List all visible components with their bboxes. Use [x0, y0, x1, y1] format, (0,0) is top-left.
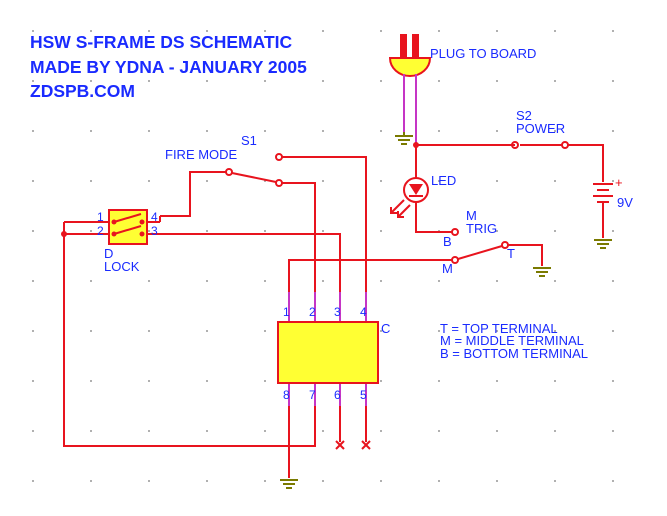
chip-pin-7: 7 — [309, 388, 316, 402]
chip-pin-6: 6 — [334, 388, 341, 402]
title-line-2: MADE BY YDNA - JANUARY 2005 — [30, 57, 307, 77]
ground-symbol-trigger — [533, 267, 551, 277]
legend-item: T = TOP TERMINAL — [440, 321, 558, 336]
led-diode — [390, 177, 429, 218]
battery-value: 9V — [617, 195, 633, 210]
wire-t-to-ground — [508, 244, 543, 266]
legend: T = TOP TERMINAL M = MIDDLE TERMINAL B =… — [440, 321, 588, 361]
wire-s1-to-lock4 — [160, 171, 226, 217]
lock-pin-1: 1 — [97, 210, 104, 224]
trig-name: TRIG — [466, 221, 497, 236]
battery-plus: + — [615, 175, 623, 190]
title-line-1: HSW S-FRAME DS SCHEMATIC — [30, 32, 293, 52]
wire-lock-to-pin7 — [63, 222, 316, 447]
legend-item: M = MIDDLE TERMINAL — [440, 333, 584, 348]
term-b-label: B — [443, 234, 452, 249]
wire-lock3-to-pin3 — [160, 233, 341, 292]
wire-s1-to-pin4 — [282, 156, 367, 292]
chip-pin-4: 4 — [360, 305, 367, 319]
term-t-label: T — [507, 246, 515, 261]
title-line-3: ZDSPB.COM — [30, 81, 135, 101]
lock-name: LOCK — [104, 259, 140, 274]
no-connect-mark-pin6 — [335, 440, 345, 450]
s2-ref: S2 — [516, 108, 532, 123]
led-label: LED — [431, 173, 456, 188]
plug-label: PLUG TO BOARD — [430, 46, 536, 61]
term-m-label: M — [442, 261, 453, 276]
legend-item: B = BOTTOM TERMINAL — [440, 346, 588, 361]
lock-pin-4: 4 — [151, 210, 158, 224]
chip-pin-3: 3 — [334, 305, 341, 319]
no-connect-mark-pin5 — [361, 440, 371, 450]
lock-ref: D — [104, 246, 113, 261]
wire-m-to-pin1 — [288, 259, 452, 292]
ground-symbol-plug — [395, 132, 413, 145]
chip-ref: C — [381, 321, 390, 336]
chip-pin-8: 8 — [283, 388, 290, 402]
lock-pin-2: 2 — [97, 224, 104, 238]
ground-symbol-chip — [280, 479, 298, 489]
wire-s1-to-pin2 — [282, 182, 316, 292]
chip-pin-5: 5 — [360, 388, 367, 402]
lock-pin-3: 3 — [151, 224, 158, 238]
wire-s2-to-battery — [568, 144, 604, 182]
lock-switch — [64, 209, 161, 245]
battery-9v — [593, 183, 613, 238]
s1-name: FIRE MODE — [165, 147, 238, 162]
plug-connector — [388, 34, 432, 145]
ground-symbol-battery — [594, 239, 612, 249]
chip-pin-2: 2 — [309, 305, 316, 319]
trig-ref: M — [466, 208, 477, 223]
power-switch-s2 — [511, 141, 569, 149]
wire-led-to-b — [415, 202, 452, 233]
chip-c — [277, 292, 379, 406]
chip-pin-1: 1 — [283, 305, 290, 319]
s1-ref: S1 — [241, 133, 257, 148]
s2-name: POWER — [516, 121, 565, 136]
